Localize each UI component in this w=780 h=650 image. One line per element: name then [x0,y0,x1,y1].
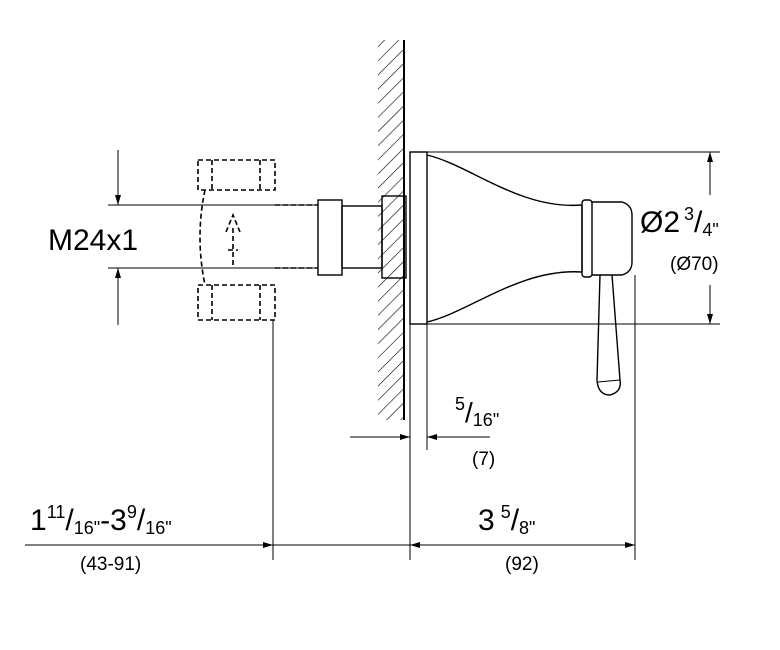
projection-metric: (92) [505,554,539,575]
ghost-valve-body [197,159,318,321]
dimension-arrows [25,150,713,548]
wall-gap-label: 5/16" [455,394,499,430]
depth-range-label: 111/16"-39/16" [30,502,172,538]
wall-gap-metric: (7) [472,449,495,470]
escutcheon [409,151,583,325]
extension-lines [108,151,720,560]
depth-range-metric: (43-91) [80,554,141,575]
diameter-metric: (Ø70) [670,254,719,275]
valve-stem [317,195,407,279]
thread-label: M24x1 [48,224,138,257]
handle [581,199,633,396]
